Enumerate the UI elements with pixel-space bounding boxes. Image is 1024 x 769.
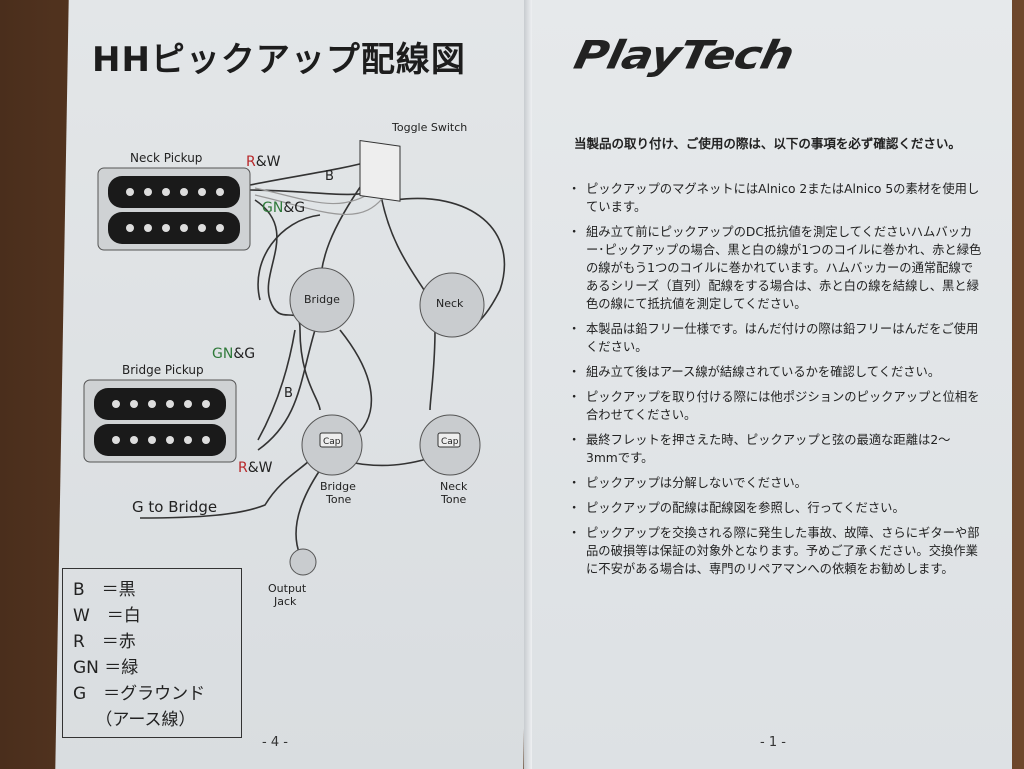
svg-text:GN&G: GN&G [212,346,255,362]
note-item: 組み立て前にピックアップのDC抵抗値を測定してくださいハムバッカー･ピックアップ… [568,223,982,313]
page-number: - 1 - [760,735,786,750]
legend-item: GN ＝緑 [73,658,139,678]
svg-text:GN&G: GN&G [262,200,305,216]
ground-label: &G [233,346,255,362]
bridge-pot-label: Bridge [304,293,340,306]
page-fold [524,0,532,769]
svg-text:R&W: R&W [246,154,281,170]
bridge-volume-pot [289,267,355,333]
toggle-switch-label: Toggle Switch [391,121,467,134]
neck-tone-label: Neck [440,480,468,493]
neck-tone-label: Tone [440,493,467,506]
neck-pot-label: Neck [436,297,464,310]
neck-volume-pot [419,272,485,338]
right-page [528,0,1012,769]
legend-item: B ＝黒 [73,580,136,600]
white-label: &W [248,460,273,476]
color-legend: B ＝黒 W ＝白 R ＝赤 GN ＝緑 G ＝グラウンド （アース線） [62,568,242,738]
note-item: ピックアップは分解しないでください。 [568,474,982,492]
green-label: GN [212,346,233,362]
legend-item: G ＝グラウンド [73,684,206,704]
red-label: R [246,154,256,170]
legend-item: R ＝赤 [73,632,136,652]
note-item: 本製品は鉛フリー仕様です。はんだ付けの際は鉛フリーはんだをご使用ください。 [568,320,982,356]
bridge-tone-label: Bridge [320,480,356,493]
output-jack [289,548,317,576]
output-jack-label: Jack [273,595,297,608]
bridge-pickup [83,379,237,463]
output-jack-label: Output [268,582,307,595]
note-item: 最終フレットを押さえた時、ピックアップと弦の最適な距離は2～3mmです。 [568,431,982,467]
neck-pickup-label: Neck Pickup [130,151,202,165]
ground-label: &G [283,200,305,216]
neck-pickup [97,167,251,251]
svg-text:R&W: R&W [238,460,273,476]
white-label: &W [256,154,281,170]
toggle-switch [359,140,401,202]
note-item: ピックアップを交換される際に発生した事故、故障、さらにギターや部品の破損等は保証… [568,524,982,578]
note-item: ピックアップを取り付ける際には他ポジションのピックアップと位相を合わせてください… [568,388,982,424]
b-wire-label: B [325,169,334,184]
wiring-diagram: Neck Pickup Bridge Pickup Toggle Switch … [83,121,506,608]
red-label: R [238,460,248,476]
page-number: - 4 - [262,735,288,750]
bridge-tone-label: Tone [325,493,352,506]
notes-list: ピックアップのマグネットにはAlnico 2またはAlnico 5の素材を使用し… [568,180,982,585]
g-to-bridge-label: G to Bridge [132,498,217,516]
cap-label: Cap [323,437,341,447]
intro-text: 当製品の取り付け、ご使用の際は、以下の事項を必ず確認ください。 [574,136,961,151]
bridge-pickup-label: Bridge Pickup [122,363,204,377]
note-item: ピックアップの配線は配線図を参照し、行ってください。 [568,499,982,517]
note-item: 組み立て後はアース線が結線されているかを確認してください。 [568,363,982,381]
cap-label: Cap [441,437,459,447]
green-label: GN [262,200,283,216]
note-item: ピックアップのマグネットにはAlnico 2またはAlnico 5の素材を使用し… [568,180,982,216]
diagram-title: HHピックアップ配線図 [92,40,466,80]
legend-item: （アース線） [73,710,196,730]
legend-item: W ＝白 [73,606,141,626]
b-wire-label: B [284,386,293,401]
brand-logo: PlayTech [570,32,798,78]
